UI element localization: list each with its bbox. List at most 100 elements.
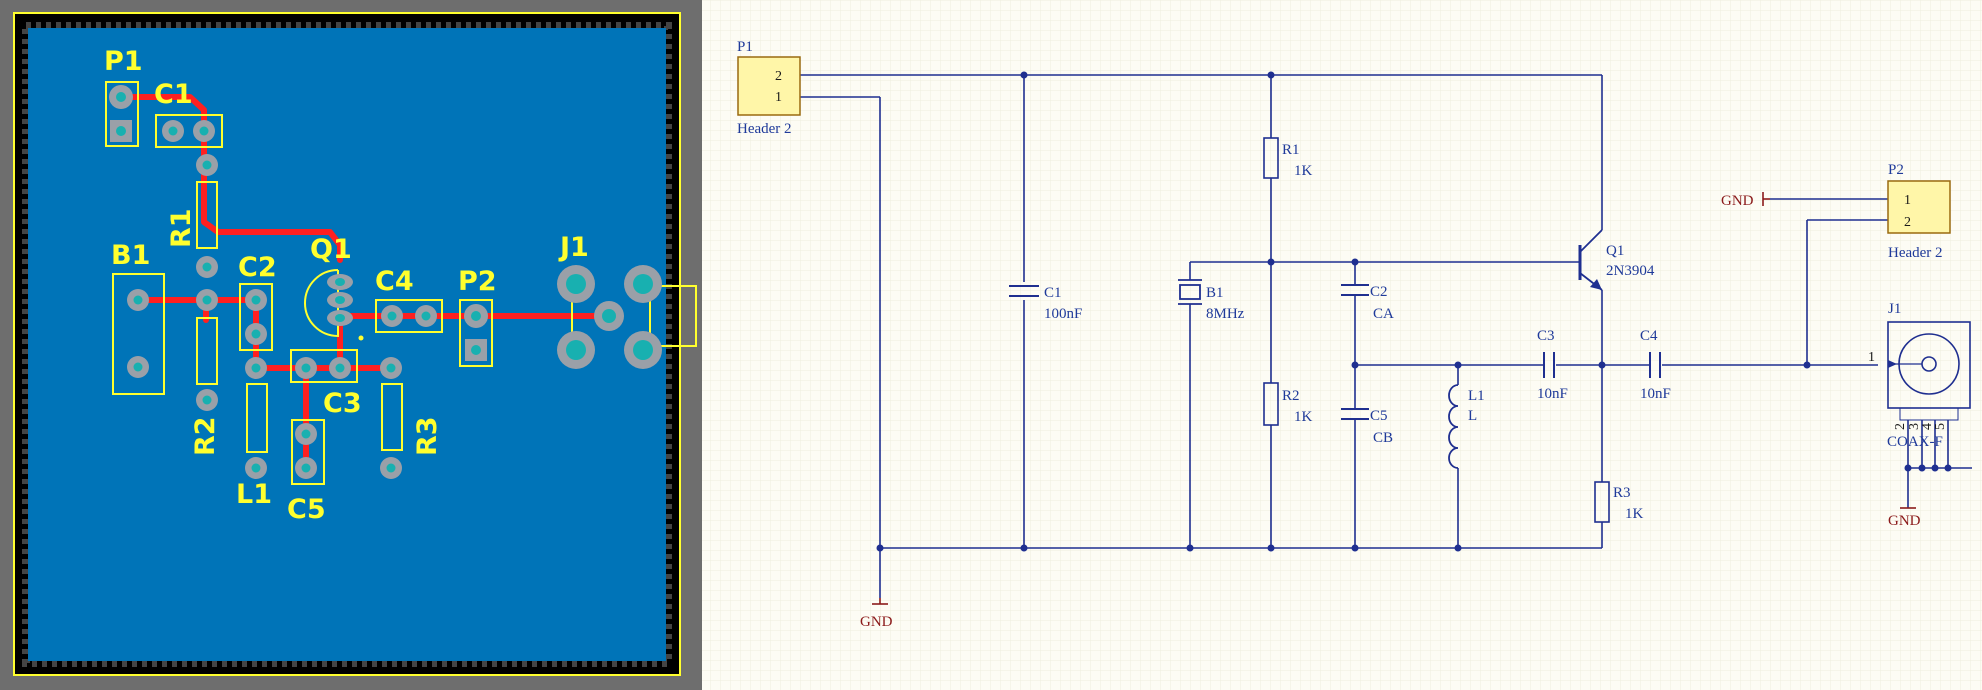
j1-pin1-arrow-icon (1888, 360, 1897, 368)
junction-17 (1931, 464, 1939, 472)
silk-l1 (246, 383, 268, 453)
pcb-label-c5: C5 (287, 494, 326, 525)
junction-5 (1351, 361, 1359, 369)
c1-designator: C1 (1044, 285, 1062, 301)
silk-p2 (459, 299, 493, 367)
q1-value: 2N3904 (1606, 263, 1655, 279)
c4-value: 10nF (1640, 386, 1671, 402)
p2-pin-2-label: 2 (1904, 215, 1911, 230)
pcb-label-p2: P2 (458, 266, 497, 297)
c2-symbol[interactable] (1341, 284, 1369, 296)
r2-symbol[interactable] (1263, 382, 1279, 426)
r1-symbol[interactable] (1263, 137, 1279, 179)
junction-11 (1186, 544, 1194, 552)
hole-j1-5 (633, 340, 653, 360)
junction-3 (1267, 258, 1275, 266)
schematic-junctions (876, 71, 1952, 552)
pcb-label-q1: Q1 (310, 234, 352, 265)
pcb-panel: P1 C1 Q1 B1 C2 C4 P2 J1 C3 L1 C5 R1 R2 R… (0, 0, 702, 690)
pcb-view: P1 C1 Q1 B1 C2 C4 P2 J1 C3 L1 C5 R1 R2 R… (13, 12, 697, 676)
l1-designator: L1 (1468, 388, 1485, 404)
c5-symbol[interactable] (1341, 408, 1369, 420)
junction-2 (1267, 71, 1275, 79)
silk-c3 (290, 349, 358, 383)
schematic-wires (800, 74, 1972, 598)
hole-c5-1 (301, 429, 311, 439)
junction-9 (876, 544, 884, 552)
junction-18 (1944, 464, 1952, 472)
r2-value: 1K (1294, 409, 1313, 425)
c3-designator: C3 (1537, 328, 1555, 344)
j1-value: COAX-F (1887, 434, 1943, 450)
hole-c4-2 (421, 311, 431, 321)
trace-r1-q1 (201, 162, 343, 263)
silk-q1-dot (358, 335, 364, 341)
c4-designator: C4 (1640, 328, 1658, 344)
b1-designator: B1 (1206, 285, 1224, 301)
hole-j1-2 (566, 274, 586, 294)
c3-value: 10nF (1537, 386, 1568, 402)
c2-value: CA (1373, 306, 1394, 322)
hole-c3-1 (301, 363, 311, 373)
p2-designator: P2 (1888, 162, 1904, 178)
b1-value: 8MHz (1206, 306, 1245, 322)
hole-l1-1 (251, 363, 261, 373)
silk-b1 (112, 273, 165, 395)
l1-inductor-symbol[interactable] (1448, 384, 1459, 469)
c5-value: CB (1373, 430, 1393, 446)
junction-16 (1918, 464, 1926, 472)
silk-c5 (291, 419, 325, 485)
hole-r3-2 (386, 463, 396, 473)
r3-symbol[interactable] (1594, 481, 1610, 523)
p1-value: Header 2 (737, 121, 792, 137)
pcb-label-p1: P1 (104, 46, 143, 77)
hole-r2-2 (202, 395, 212, 405)
hole-p1-1 (116, 92, 126, 102)
silk-r2 (196, 317, 218, 385)
hole-c1-2 (199, 126, 209, 136)
pcb-label-l1: L1 (236, 479, 272, 510)
r1-value: 1K (1294, 163, 1313, 179)
c4-symbol[interactable] (1649, 352, 1661, 378)
silk-r1 (196, 181, 218, 249)
pcb-designators: P1 C1 Q1 B1 C2 C4 P2 J1 C3 L1 C5 R1 R2 R… (104, 46, 589, 525)
pcb-label-r2: R2 (190, 416, 221, 456)
c2-designator: C2 (1370, 284, 1388, 300)
gnd-p2-label: GND (1721, 193, 1754, 209)
c1-symbol[interactable] (1009, 285, 1039, 297)
p2-header-symbol[interactable] (1887, 180, 1951, 234)
junction-1 (1020, 71, 1028, 79)
pcb-keepout-dash (22, 22, 672, 667)
hole-r1-2 (202, 262, 212, 272)
pcb-pads (109, 85, 662, 479)
hole-b1-1 (133, 295, 143, 305)
gnd-main-label: GND (860, 614, 893, 630)
b1-body (1179, 284, 1201, 300)
c3-symbol[interactable] (1543, 352, 1555, 378)
b1-crystal-symbol[interactable] (1178, 279, 1202, 305)
hole-j1-3 (633, 274, 653, 294)
hole-q1-2 (335, 296, 345, 304)
p2-pin-1-label: 1 (1904, 193, 1911, 208)
silk-c2 (239, 283, 273, 351)
hole-c2-1 (251, 295, 261, 305)
hole-c4-1 (387, 311, 397, 321)
junction-12 (1267, 544, 1275, 552)
c1-value: 100nF (1044, 306, 1082, 322)
hole-r2-1 (202, 295, 212, 305)
pcb-label-j1: J1 (558, 232, 589, 263)
pcb-label-r1: R1 (166, 208, 197, 248)
hole-j1-4 (566, 340, 586, 360)
p1-pin-2-label: 2 (775, 69, 782, 84)
hole-p2-2 (471, 345, 481, 355)
q1-emitter-arrow-icon (1590, 279, 1602, 290)
silk-c1 (155, 114, 223, 148)
l1-value: L (1468, 408, 1477, 424)
hole-c5-2 (301, 463, 311, 473)
hole-p2-1 (471, 311, 481, 321)
r3-designator: R3 (1613, 485, 1631, 501)
p1-header-symbol[interactable] (737, 56, 801, 116)
hole-q1-1 (335, 278, 345, 286)
gnd-j1-label: GND (1888, 513, 1921, 529)
